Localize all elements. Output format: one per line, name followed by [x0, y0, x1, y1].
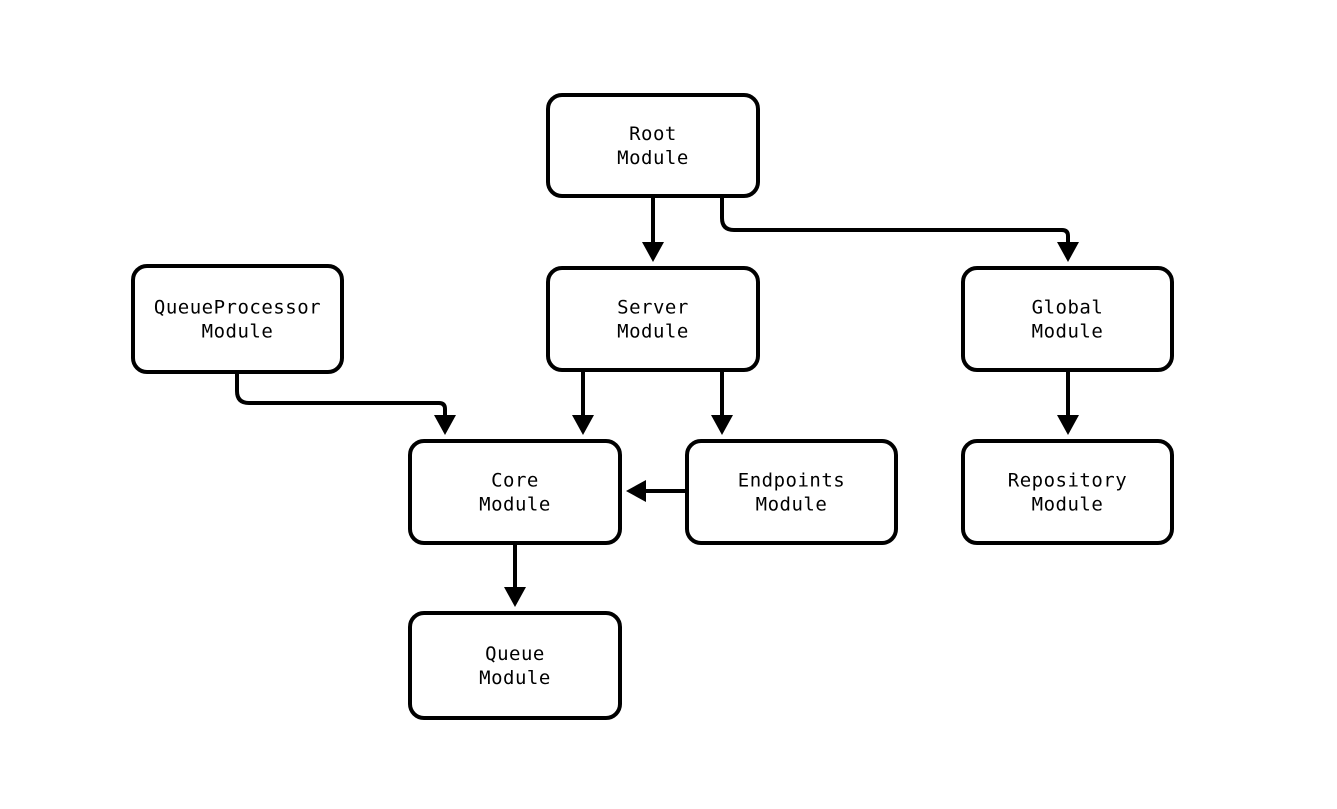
node-box[interactable]: [131, 264, 344, 374]
node-box[interactable]: [961, 439, 1174, 545]
node-label-name: QueueProcessor: [154, 297, 321, 319]
arrowhead-icon: [1057, 242, 1079, 262]
node-box[interactable]: [408, 611, 622, 720]
node-box[interactable]: [685, 439, 898, 545]
node-label-suffix: Module: [617, 321, 689, 343]
node-label-suffix: Module: [202, 321, 274, 343]
edge-line: [720, 196, 1070, 242]
node-label-name: Repository: [1008, 470, 1127, 492]
edge-server-to-endpoints: [711, 370, 733, 435]
arrowhead-icon: [1057, 415, 1079, 435]
arrowhead-icon: [711, 415, 733, 435]
node-label-name: Global: [1032, 297, 1104, 319]
edge-queueprocessor-to-core: [235, 372, 456, 435]
node-label-suffix: Module: [1032, 494, 1104, 516]
node-label-suffix: Module: [617, 147, 689, 169]
node-label-name: Endpoints: [738, 470, 845, 492]
edge-line: [235, 372, 447, 415]
nodes-layer: RootModuleQueueProcessorModuleServerModu…: [131, 93, 1174, 720]
arrowhead-icon: [572, 415, 594, 435]
node-label-suffix: Module: [756, 494, 828, 516]
edge-global-to-repository: [1057, 370, 1079, 435]
node-label-name: Server: [617, 297, 689, 319]
node-label-name: Core: [491, 470, 539, 492]
node-box[interactable]: [961, 266, 1174, 372]
node-label-name: Queue: [485, 643, 545, 665]
node-box[interactable]: [408, 439, 622, 545]
arrowhead-icon: [434, 415, 456, 435]
edge-server-to-core: [572, 370, 594, 435]
arrowhead-icon: [642, 242, 664, 262]
node-box[interactable]: [546, 266, 760, 372]
node-label-suffix: Module: [479, 667, 551, 689]
edge-root-to-server: [642, 196, 664, 262]
edges-layer: [235, 196, 1079, 607]
edge-endpoints-to-core: [626, 480, 687, 502]
edge-core-to-queue: [504, 543, 526, 607]
node-label-suffix: Module: [1032, 321, 1104, 343]
node-label-suffix: Module: [479, 494, 551, 516]
node-label-name: Root: [629, 123, 677, 145]
arrowhead-icon: [626, 480, 646, 502]
edge-root-to-global: [720, 196, 1079, 262]
arrowhead-icon: [504, 587, 526, 607]
node-box[interactable]: [546, 93, 760, 198]
